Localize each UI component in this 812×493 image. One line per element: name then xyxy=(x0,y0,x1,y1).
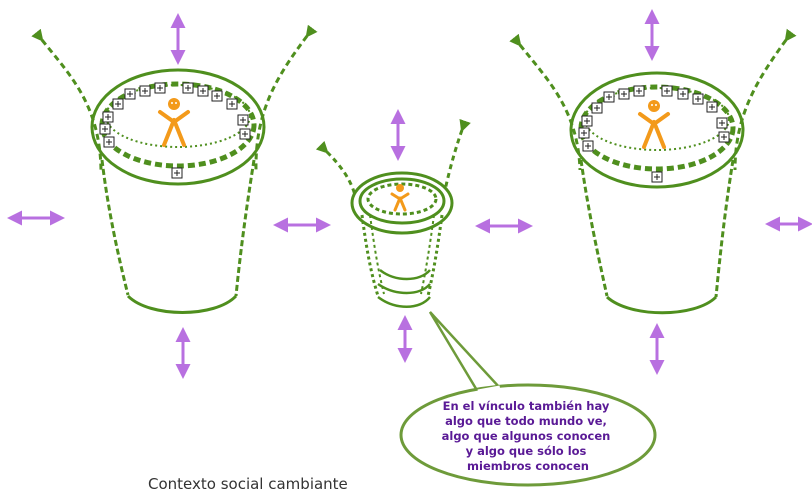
boxed-plus-icon xyxy=(578,127,590,139)
boxed-plus-icon xyxy=(211,90,223,102)
callout-line-3: algo que algunos conocen xyxy=(442,429,611,443)
boxed-plus-icon xyxy=(582,140,594,152)
person-icon xyxy=(158,98,190,147)
boxed-plus-icon xyxy=(581,115,593,127)
boxed-plus-icon xyxy=(591,102,603,114)
callout-bubble: En el vínculo también hay algo que todo … xyxy=(399,311,657,487)
boxed-plus-icon xyxy=(716,117,728,129)
boxed-plus-icon xyxy=(239,128,251,140)
boxed-plus-icon xyxy=(154,82,166,94)
boxed-plus-icon xyxy=(197,85,209,97)
boxed-plus-icon xyxy=(171,167,183,179)
group-left xyxy=(6,12,331,379)
boxed-plus-icon xyxy=(633,85,645,97)
boxed-plus-icon xyxy=(226,98,238,110)
boxed-plus-icon xyxy=(706,101,718,113)
boxed-plus-icon xyxy=(603,91,615,103)
boxed-plus-icon xyxy=(182,82,194,94)
member-icons xyxy=(578,85,730,183)
boxed-plus-icon xyxy=(112,98,124,110)
boxed-plus-icon xyxy=(237,114,249,126)
group-right xyxy=(509,8,812,375)
callout-line-2: algo que todo mundo ve, xyxy=(445,414,607,428)
boxed-plus-icon xyxy=(102,111,114,123)
person-icon xyxy=(390,184,410,212)
callout-text: En el vínculo también hay algo que todo … xyxy=(442,399,615,473)
boxed-plus-icon xyxy=(99,123,111,135)
boxed-plus-icon xyxy=(677,88,689,100)
person-icon xyxy=(638,100,670,149)
group-center xyxy=(315,109,533,363)
callout-line-1: En el vínculo también hay xyxy=(443,399,610,413)
callout-line-4: y algo que sólo los xyxy=(466,444,587,458)
boxed-plus-icon xyxy=(618,88,630,100)
boxed-plus-icon xyxy=(124,88,136,100)
member-icons xyxy=(99,82,251,179)
callout-line-5: miembros conocen xyxy=(467,459,589,473)
boxed-plus-icon xyxy=(651,171,663,183)
caption: Contexto social cambiante xyxy=(148,475,348,493)
boxed-plus-icon xyxy=(661,85,673,97)
boxed-plus-icon xyxy=(139,85,151,97)
boxed-plus-icon xyxy=(692,93,704,105)
boxed-plus-icon xyxy=(103,136,115,148)
boxed-plus-icon xyxy=(718,131,730,143)
